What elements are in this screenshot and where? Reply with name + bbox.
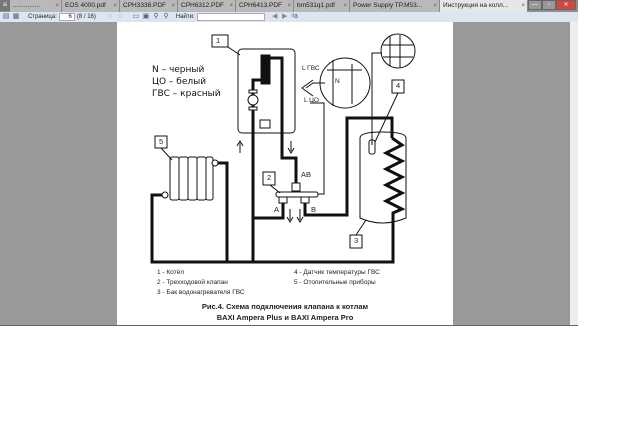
tab[interactable]: CPH3338.PDF ×	[120, 0, 178, 12]
label-b: B	[311, 205, 317, 214]
legend-item: 5 - Отопительные приборы	[294, 279, 376, 286]
tab-label: CPH6312.PDF	[181, 2, 224, 9]
close-icon[interactable]: ×	[433, 3, 437, 9]
page-count: (8 / 16)	[76, 14, 96, 20]
next-page-icon[interactable]: ◌	[117, 13, 122, 20]
page-label: Страница:	[28, 14, 57, 20]
color-key-gvs: ГВС – красный	[152, 89, 221, 99]
connector-detail	[319, 57, 371, 109]
close-icon[interactable]: ×	[287, 3, 291, 9]
figure-caption: Рис.4. Схема подключения клапана к котла…	[201, 302, 369, 311]
figure-caption: BAXI Ampera Plus и BAXI Ampera Pro	[216, 313, 354, 322]
tab-active[interactable]: Инструкция на колл... ×	[440, 0, 528, 12]
open-icon[interactable]: ▤	[2, 13, 10, 20]
toolbar: ▤ ▦ Страница: 6 (8 / 16) ◌ ◌ ▭ ▣ ⚲ ⚲ Най…	[0, 12, 578, 22]
close-icon[interactable]: ×	[113, 3, 117, 9]
page-input[interactable]: 6	[58, 13, 75, 21]
fit-width-icon[interactable]: ▭	[132, 13, 140, 20]
sensor-detail	[380, 33, 416, 69]
tab[interactable]: bm531q1.pdf ×	[294, 0, 350, 12]
maximize-button[interactable]: ▫	[542, 0, 556, 10]
label-l-co: L ЦО	[304, 97, 319, 104]
find-prev-icon[interactable]: ◀	[271, 13, 278, 20]
label-ab: AB	[301, 170, 312, 179]
tab-bar: ≡ ............... × EOS 4000.pdf × CPH3338…	[0, 0, 578, 12]
legend-item: 1 - Котёл	[157, 269, 185, 276]
tab-label: bm531q1.pdf	[297, 2, 335, 9]
tab[interactable]: Power Supply TP.M53... ×	[350, 0, 440, 12]
close-icon[interactable]: ×	[343, 3, 347, 9]
tab-label: ...............	[13, 2, 41, 9]
tab[interactable]: EOS 4000.pdf ×	[62, 0, 120, 12]
tab-label: Power Supply TP.M53...	[353, 2, 423, 9]
arrow-up-icon	[236, 140, 244, 153]
label-box-1	[211, 34, 229, 48]
tab[interactable]: ............... ×	[10, 0, 62, 12]
fit-page-icon[interactable]: ▣	[142, 13, 150, 20]
close-icon[interactable]: ×	[521, 3, 525, 9]
label-1: 1	[216, 36, 221, 45]
three-way-valve	[275, 191, 319, 198]
find-label: Найти:	[175, 14, 195, 20]
tab-label: EOS 4000.pdf	[65, 2, 106, 9]
label-l-gvs: L ГВС	[302, 65, 320, 72]
pdf-viewer-window: ≡ ............... × EOS 4000.pdf × CPH3338…	[0, 0, 578, 326]
pipes	[150, 54, 406, 264]
label-box-2	[262, 171, 276, 186]
legend-item: 2 - Трехходовой клапан	[157, 279, 228, 286]
close-icon[interactable]: ×	[55, 3, 59, 9]
legend-item: 4 - Датчик температуры ГВС	[294, 269, 380, 276]
arrow-down-icon	[287, 141, 295, 154]
prev-page-icon[interactable]: ◌	[107, 13, 112, 20]
tab-label: CPH3338.PDF	[123, 2, 166, 9]
tab-label: Инструкция на колл...	[443, 2, 509, 9]
zoom-out-icon[interactable]: ⚲	[153, 13, 159, 20]
label-2: 2	[267, 173, 272, 182]
find-next-icon[interactable]: ▶	[281, 13, 288, 20]
minimize-button[interactable]: —	[528, 0, 542, 10]
vertical-scrollbar[interactable]	[570, 22, 578, 325]
label-3: 3	[354, 236, 359, 245]
tab[interactable]: CPH6413.PDF ×	[236, 0, 294, 12]
tab-label: CPH6413.PDF	[239, 2, 282, 9]
close-window-button[interactable]: ✕	[556, 0, 576, 10]
tab[interactable]: CPH6312.PDF ×	[178, 0, 236, 12]
color-key-co: ЦО – белый	[152, 77, 207, 87]
water-tank	[359, 131, 407, 224]
label-n: N	[335, 78, 340, 85]
color-key-n: N – черный	[152, 65, 205, 75]
find-input[interactable]	[196, 13, 265, 21]
find-options-icon[interactable]: ᵃa	[291, 13, 298, 20]
radiator	[169, 156, 214, 201]
label-5: 5	[159, 137, 164, 146]
legend-item: 3 - Бак водонагревателя ГВС	[157, 289, 245, 296]
print-icon[interactable]: ▦	[12, 13, 20, 20]
menu-icon[interactable]: ≡	[0, 0, 10, 11]
zoom-in-icon[interactable]: ⚲	[163, 13, 169, 20]
boiler	[237, 48, 296, 134]
label-a: A	[274, 205, 280, 214]
close-icon[interactable]: ×	[229, 3, 233, 9]
label-4: 4	[396, 81, 401, 90]
close-icon[interactable]: ×	[171, 3, 175, 9]
